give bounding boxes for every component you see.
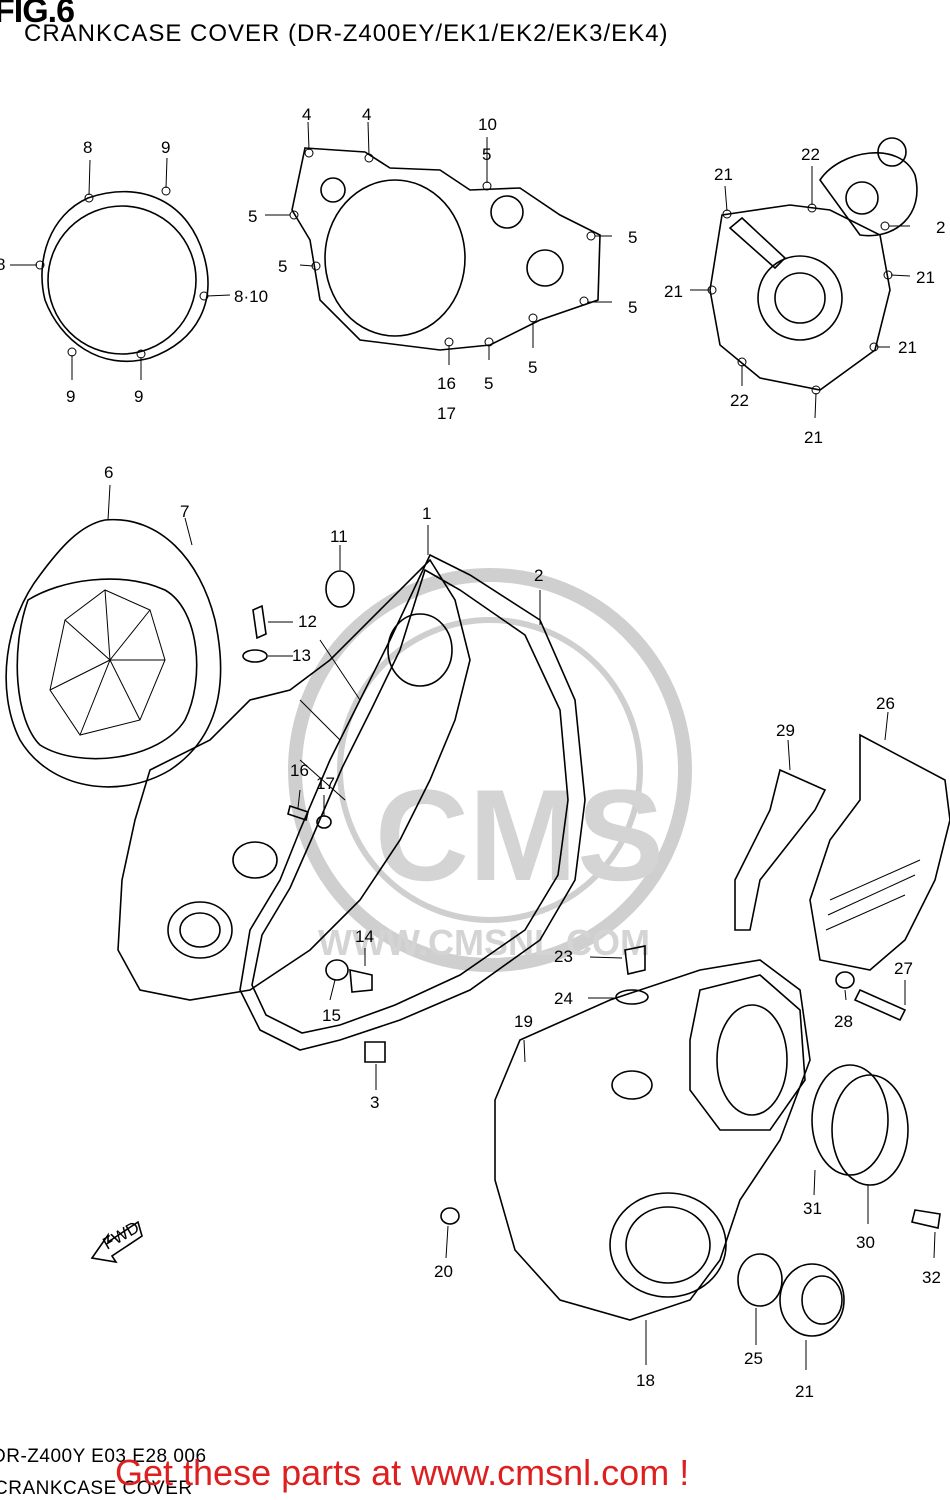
callout-16-top: 16 <box>437 374 456 393</box>
diagram-code: DR-Z400Y E03 E28 006 <box>0 1446 207 1467</box>
callout-25: 21 <box>795 1382 814 1401</box>
callout-8-10: 8·10 <box>234 287 268 306</box>
callout-17: 17 <box>316 774 335 793</box>
part-crankcase-cover-top <box>289 147 601 351</box>
callout-20: 20 <box>434 1262 453 1281</box>
part-covers-and-plugs <box>737 1064 941 1337</box>
callout-3: 3 <box>370 1093 379 1112</box>
callout-1: 1 <box>422 504 431 523</box>
callout-5-left-upper: 5 <box>248 207 257 226</box>
callout-30: 29 <box>776 721 795 740</box>
part-sprocket-cover <box>734 733 950 1022</box>
callout-21-top: 21 <box>714 165 733 184</box>
fwd-arrow-label: FWD <box>100 1218 143 1254</box>
callout-5-bottom: 5 <box>484 374 493 393</box>
callout-4-left: 4 <box>302 105 311 124</box>
callout-5-left-lower: 5 <box>278 257 287 276</box>
callout-7: 7 <box>180 502 189 521</box>
callout-9-top: 9 <box>161 138 170 157</box>
leader-lines <box>10 121 936 1370</box>
callout-9-bottom-left: 9 <box>66 387 75 406</box>
figure-subtitle: CRANKCASE COVER (DR-Z400EY/EK1/EK2/EK3/E… <box>24 20 669 47</box>
callout-22-top: 22 <box>801 145 820 164</box>
callout-2: 2 <box>534 566 543 585</box>
callout-33: 32 <box>922 1268 941 1287</box>
callout-32: 31 <box>803 1199 822 1218</box>
callout-5-top: 5 <box>482 145 491 164</box>
callout-21-bottom: 21 <box>804 428 823 447</box>
callout-11: 11 <box>330 527 348 546</box>
callout-29: 28 <box>834 1012 853 1031</box>
callout-19: 19 <box>514 1012 533 1031</box>
callout-16: 16 <box>290 761 309 780</box>
watermark-url: WWW.CMSNL.COM <box>318 922 650 963</box>
callout-27: 26 <box>876 694 895 713</box>
callout-2-cut: 2 <box>936 218 945 237</box>
fwd-arrow: FWD <box>90 1218 143 1264</box>
callout-5-right-lower: 5 <box>628 298 637 317</box>
callout-24: 24 <box>554 989 573 1008</box>
part-clutch-cover <box>5 518 222 788</box>
cms-watermark: CMS WWW.CMSNL.COM <box>288 568 692 972</box>
callout-6: 6 <box>104 463 113 482</box>
part-crankcase-cover-gasket <box>117 553 586 1051</box>
callout-22-bottom: 22 <box>730 391 749 410</box>
callout-26: 25 <box>744 1349 763 1368</box>
watermark-brand: CMS <box>375 762 664 908</box>
part-magneto-cover-top <box>707 137 918 395</box>
callout-8-left: 8 <box>0 255 5 274</box>
callout-21-left: 21 <box>664 282 683 301</box>
part-small-hardware <box>242 570 386 1063</box>
callout-8-top: 8 <box>83 138 92 157</box>
callout-13: 13 <box>292 646 311 665</box>
callout-21-right-lower: 21 <box>898 338 917 357</box>
figure-title: FIG.6 <box>0 0 75 30</box>
callout-10: 10 <box>478 115 497 134</box>
part-magneto-cover <box>440 945 811 1321</box>
callout-labels: 8 9 8 8·10 9 9 4 4 10 5 5 5 5 5 5 5 16 1… <box>0 105 945 1401</box>
callout-17-top: 17 <box>437 404 456 423</box>
callout-14: 14 <box>355 927 374 946</box>
callout-21-right-upper: 21 <box>916 268 935 287</box>
callout-18: 18 <box>636 1371 655 1390</box>
callout-9-bottom-right: 9 <box>134 387 143 406</box>
callout-31: 30 <box>856 1233 875 1252</box>
callout-4-right: 4 <box>362 105 371 124</box>
callout-15: 15 <box>322 1006 341 1025</box>
diagram-name: CRANKCASE COVER <box>0 1478 193 1499</box>
callout-5-right-upper: 5 <box>628 228 637 247</box>
callout-28: 27 <box>894 959 913 978</box>
callout-5-bottom-right: 5 <box>528 358 537 377</box>
callout-23: 23 <box>554 947 573 966</box>
part-clutch-cover-gasket-small <box>35 186 209 363</box>
promo-link[interactable]: Get these parts at www.cmsnl.com ! <box>115 1452 690 1493</box>
callout-12: 12 <box>298 612 317 631</box>
